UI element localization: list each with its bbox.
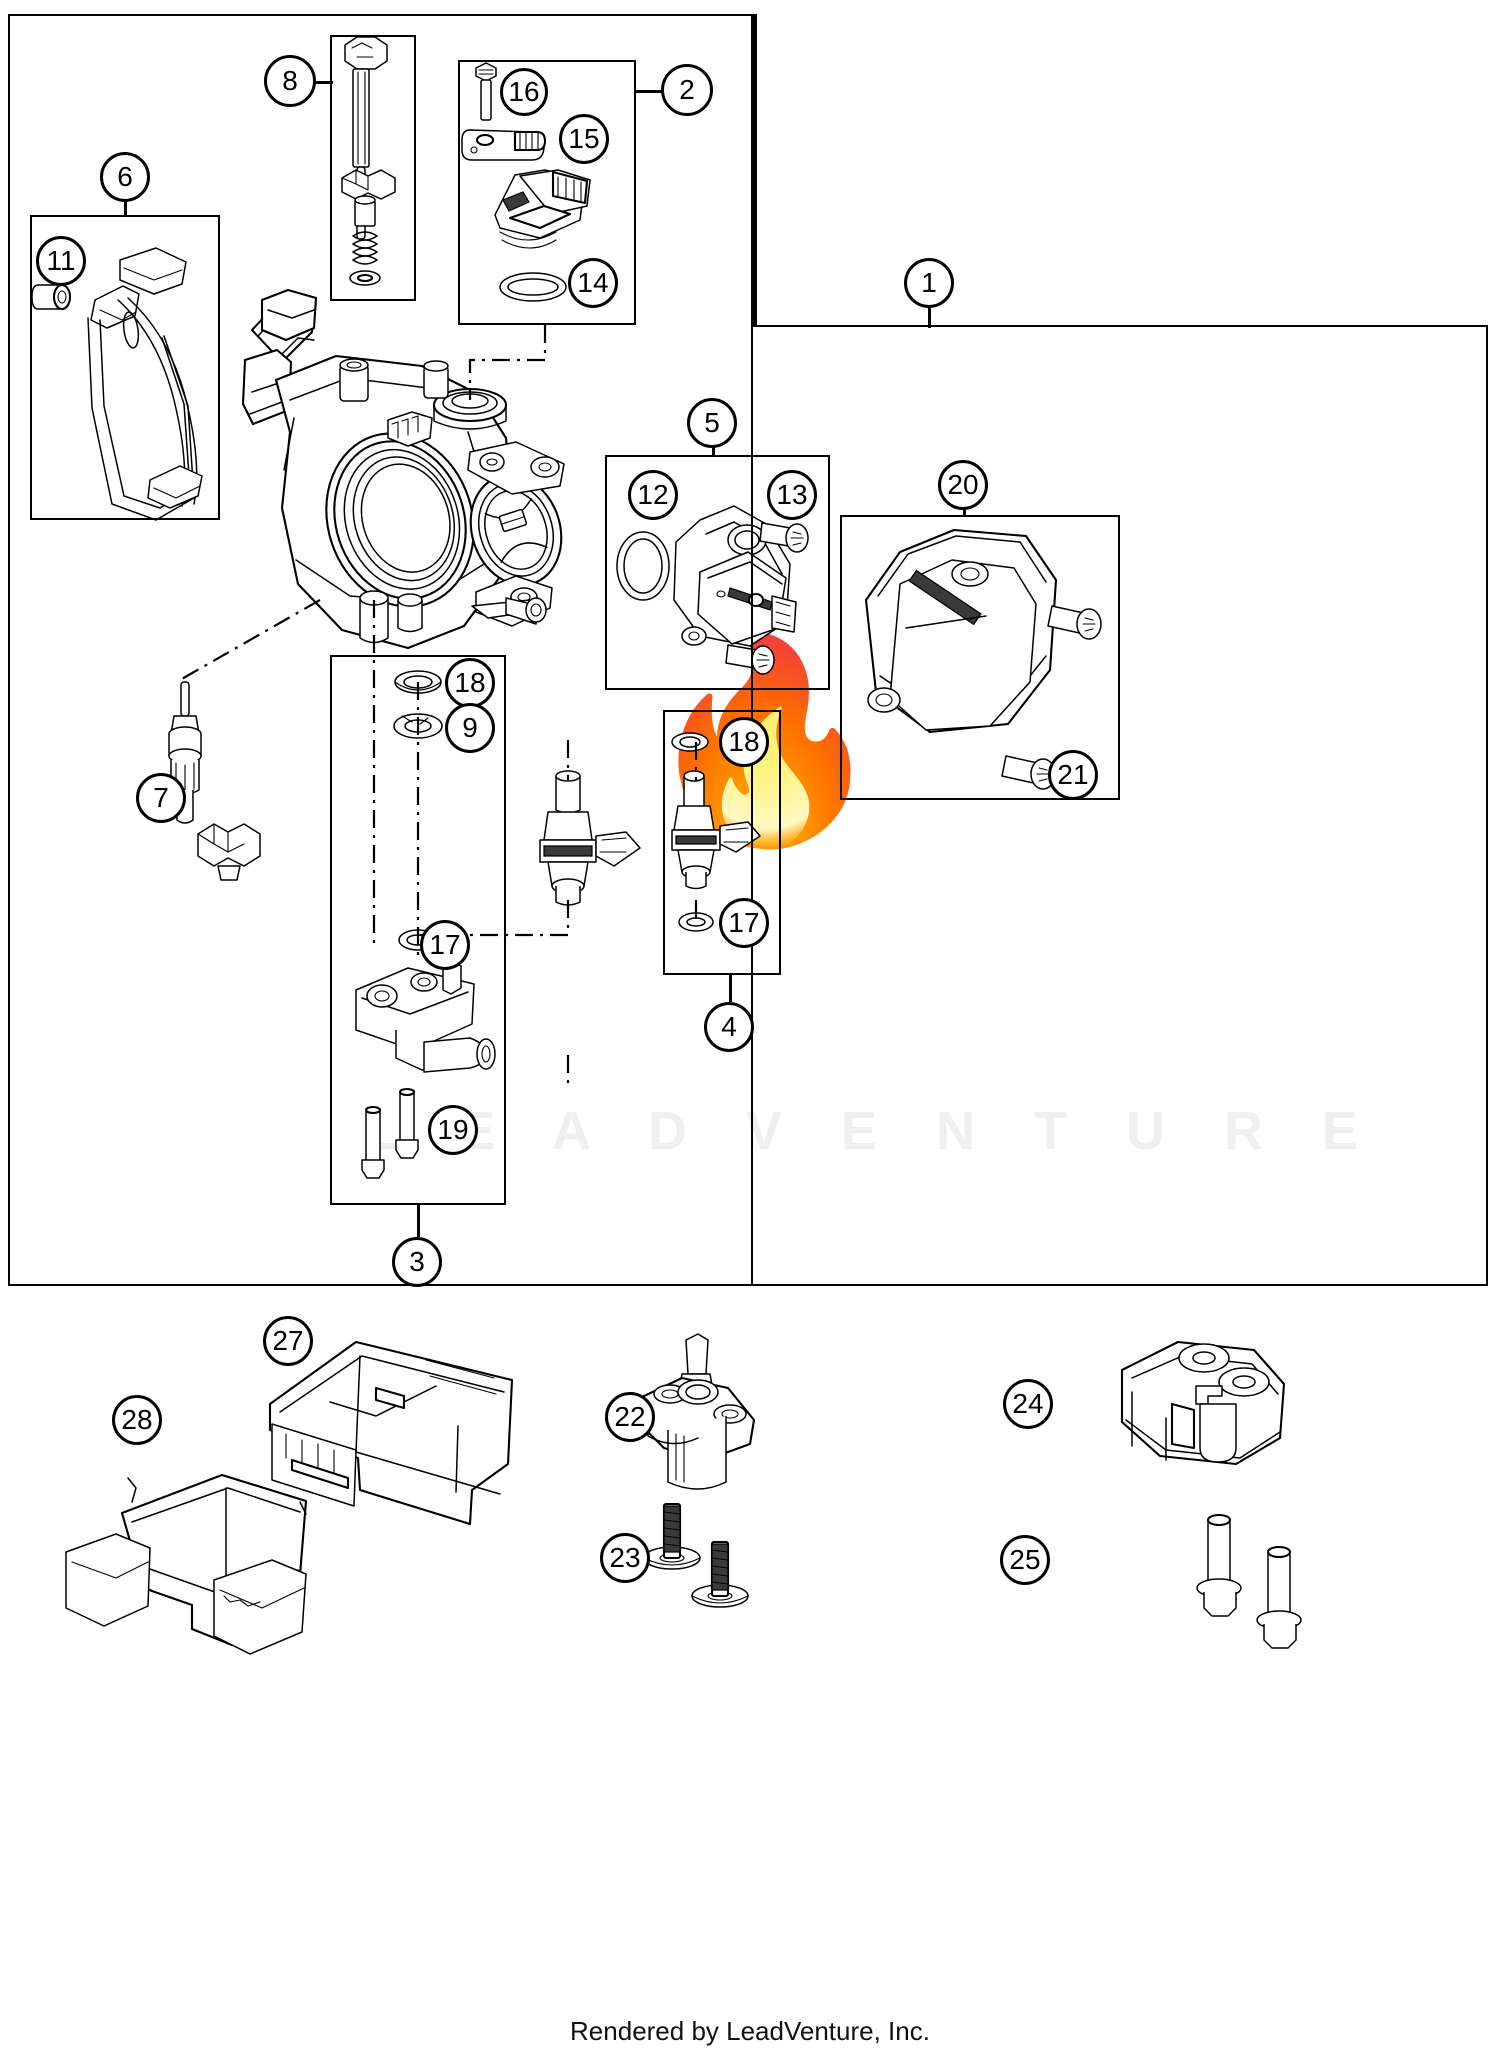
art-ecu [268, 1340, 514, 1526]
balloon-18-rail[interactable]: 18 [445, 658, 495, 708]
balloon-23[interactable]: 23 [600, 1533, 650, 1583]
balloon-3-label: 3 [409, 1246, 425, 1277]
art-ecu-cover [65, 1473, 308, 1655]
balloon-13-label: 13 [776, 479, 808, 510]
balloon-4-label: 4 [721, 1011, 737, 1042]
balloon-18-rail-label: 18 [454, 667, 486, 698]
balloon-11[interactable]: 11 [36, 236, 86, 286]
balloon-24[interactable]: 24 [1003, 1379, 1053, 1429]
balloon-7[interactable]: 7 [136, 773, 186, 823]
balloon-9-label: 9 [462, 712, 478, 743]
balloon-12[interactable]: 12 [628, 470, 678, 520]
balloon-22-label: 22 [614, 1401, 646, 1432]
balloon-21-label: 21 [1057, 759, 1089, 790]
art-ecu-holder [1120, 1340, 1286, 1466]
balloon-16[interactable]: 16 [500, 68, 548, 116]
balloon-25-label: 25 [1009, 1544, 1041, 1575]
balloon-9[interactable]: 9 [445, 703, 495, 753]
balloon-28[interactable]: 28 [112, 1395, 162, 1445]
balloon-13[interactable]: 13 [767, 470, 817, 520]
balloon-28-label: 28 [121, 1404, 153, 1435]
balloon-25[interactable]: 25 [1000, 1535, 1050, 1585]
balloon-8[interactable]: 8 [264, 55, 316, 107]
balloon-2-label: 2 [679, 74, 695, 105]
balloon-4[interactable]: 4 [704, 1002, 754, 1052]
balloon-19-label: 19 [437, 1114, 469, 1145]
footer-credit: Rendered by LeadVenture, Inc. [570, 2016, 930, 2046]
balloon-23-label: 23 [609, 1542, 641, 1573]
balloon-24-label: 24 [1012, 1388, 1044, 1419]
main-assembly-frame [8, 14, 753, 1286]
balloon-14-label: 14 [577, 267, 609, 298]
leadventure-watermark: L E A D V E N T U R E [368, 1101, 1381, 1161]
art-holder-bolts [1196, 1513, 1302, 1649]
leader-8 [305, 81, 333, 84]
stop-screw-frame [330, 35, 416, 301]
fuel-rail-frame [330, 655, 506, 1205]
idle-actuator-frame [458, 60, 636, 325]
balloon-17-inj[interactable]: 17 [719, 898, 769, 948]
balloon-20-label: 20 [947, 469, 979, 500]
balloon-27[interactable]: 27 [263, 1316, 313, 1366]
balloon-20[interactable]: 20 [938, 460, 988, 510]
leader-3 [417, 1205, 420, 1237]
balloon-5-label: 5 [704, 407, 720, 438]
leader-4 [729, 975, 732, 1002]
balloon-22[interactable]: 22 [605, 1392, 655, 1442]
balloon-1[interactable]: 1 [904, 258, 954, 308]
balloon-2[interactable]: 2 [661, 64, 713, 116]
tps-frame [605, 455, 830, 690]
balloon-18-inj[interactable]: 18 [719, 717, 769, 767]
balloon-17-inj-label: 17 [728, 907, 760, 938]
leader-5 [712, 447, 715, 457]
balloon-15[interactable]: 15 [559, 114, 609, 164]
main-assembly-frame-top [753, 14, 757, 326]
tps-cover-frame [840, 515, 1120, 800]
balloon-21[interactable]: 21 [1048, 750, 1098, 800]
balloon-19[interactable]: 19 [428, 1105, 478, 1155]
balloon-8-label: 8 [282, 65, 298, 96]
balloon-16-label: 16 [508, 76, 540, 107]
balloon-18-inj-label: 18 [728, 726, 760, 757]
balloon-11-label: 11 [46, 245, 76, 276]
balloon-1-label: 1 [921, 267, 937, 298]
leader-2 [636, 90, 663, 93]
leader-20 [963, 508, 966, 517]
balloon-6[interactable]: 6 [100, 152, 150, 202]
balloon-7-label: 7 [153, 782, 169, 813]
injector-frame [663, 710, 781, 975]
leader-6 [124, 202, 127, 217]
balloon-3[interactable]: 3 [392, 1237, 442, 1287]
art-pressure-sensor [636, 1333, 756, 1490]
art-sensor-screws [643, 1502, 749, 1608]
balloon-12-label: 12 [637, 479, 669, 510]
balloon-5[interactable]: 5 [687, 398, 737, 448]
balloon-27-label: 27 [272, 1325, 304, 1356]
balloon-15-label: 15 [568, 123, 600, 154]
balloon-6-label: 6 [117, 161, 133, 192]
main-assembly-frame-ext [753, 325, 1488, 1286]
balloon-17-rail[interactable]: 17 [420, 920, 470, 970]
balloon-14[interactable]: 14 [568, 258, 618, 308]
balloon-17-rail-label: 17 [429, 929, 461, 960]
leader-1 [928, 308, 931, 328]
